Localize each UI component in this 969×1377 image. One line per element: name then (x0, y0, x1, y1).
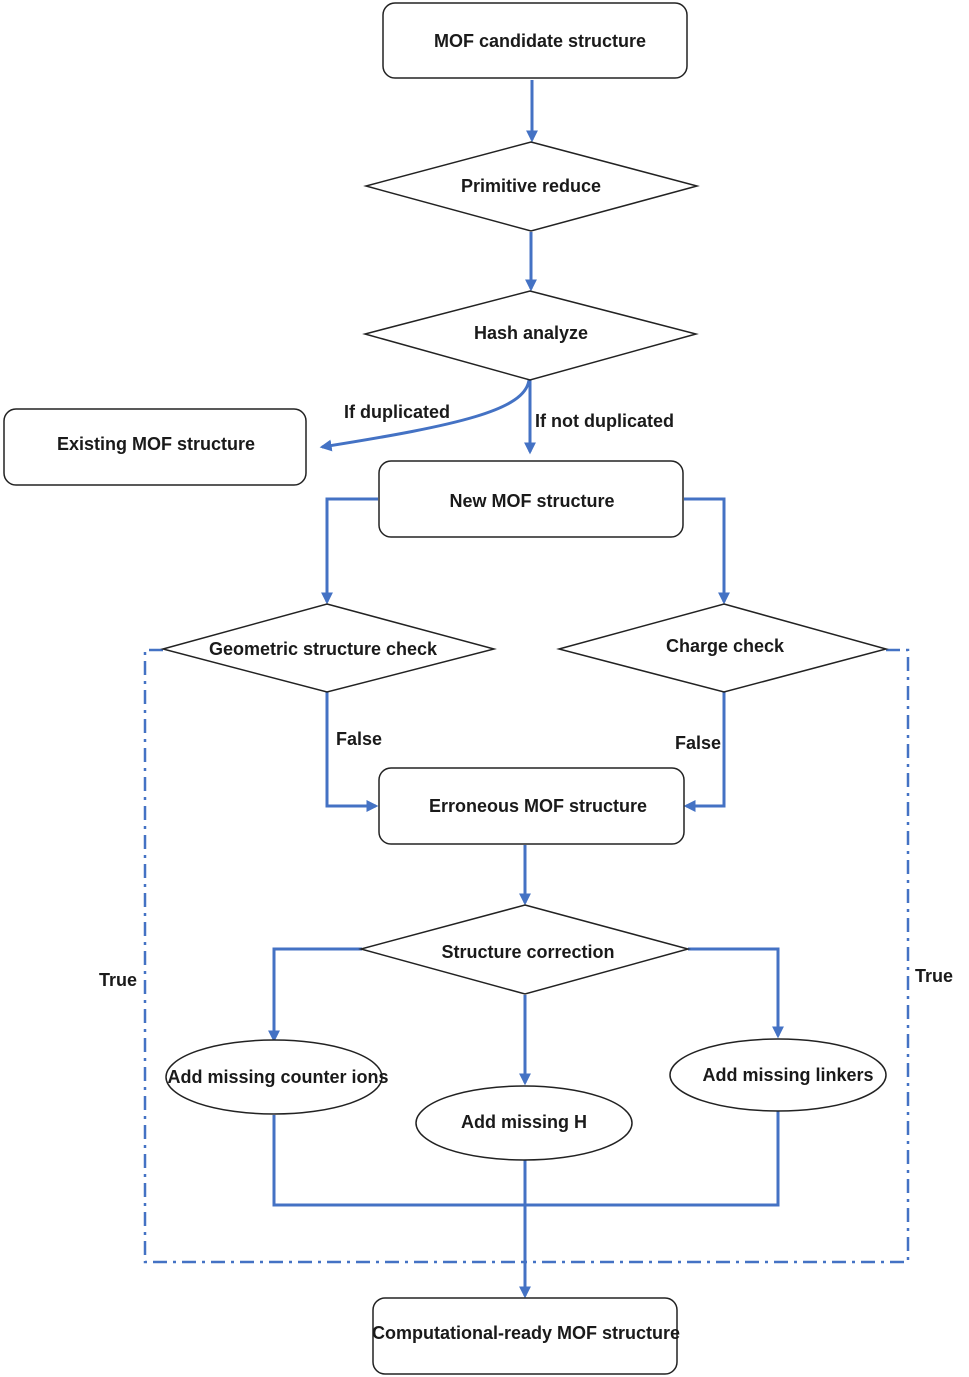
node-computational-ready-label: Computational-ready MOF structure (372, 1323, 680, 1343)
edge-geometric-false (325, 692, 379, 812)
node-add-missing-linkers: Add missing linkers (669, 1038, 887, 1112)
node-structure-correction: Structure correction (358, 904, 691, 995)
edge-new-to-geometric (321, 497, 378, 605)
node-structure-correction-label: Structure correction (441, 942, 614, 962)
node-existing-mof: Existing MOF structure (3, 408, 307, 486)
true-loop-left (143, 648, 525, 1264)
label-true-right: True (915, 966, 953, 986)
label-true-left: True (99, 970, 137, 990)
node-computational-ready: Computational-ready MOF structure (372, 1297, 680, 1375)
node-add-counter-ions-label: Add missing counter ions (167, 1067, 388, 1087)
edge-charge-false (683, 692, 726, 812)
node-add-counter-ions: Add missing counter ions (165, 1039, 389, 1115)
edge-hash-to-existing (319, 379, 531, 452)
node-charge-check: Charge check (556, 603, 889, 693)
node-add-missing-h: Add missing H (415, 1085, 633, 1161)
node-existing-mof-label: Existing MOF structure (57, 434, 255, 454)
edge-correction-to-counter-ions (268, 947, 362, 1043)
node-charge-check-label: Charge check (666, 636, 785, 656)
node-primitive-reduce: Primitive reduce (363, 141, 700, 232)
label-false-right: False (675, 733, 721, 753)
label-if-not-duplicated: If not duplicated (535, 411, 674, 431)
node-hash-analyze: Hash analyze (362, 290, 699, 381)
node-add-missing-h-label: Add missing H (461, 1112, 587, 1132)
node-primitive-reduce-label: Primitive reduce (461, 176, 601, 196)
node-new-mof-label: New MOF structure (449, 491, 614, 511)
node-erroneous-mof: Erroneous MOF structure (378, 767, 685, 845)
node-geometric-check: Geometric structure check (160, 603, 497, 693)
node-new-mof: New MOF structure (378, 460, 684, 538)
node-mof-candidate-label: MOF candidate structure (434, 31, 646, 51)
label-if-duplicated: If duplicated (344, 402, 450, 422)
node-mof-candidate: MOF candidate structure (382, 2, 688, 79)
node-geometric-check-label: Geometric structure check (209, 639, 438, 659)
edge-correction-to-linkers (688, 947, 784, 1039)
node-add-missing-linkers-label: Add missing linkers (702, 1065, 873, 1085)
true-loop-right (525, 648, 910, 1264)
node-erroneous-mof-label: Erroneous MOF structure (429, 796, 647, 816)
node-hash-analyze-label: Hash analyze (474, 323, 588, 343)
edge-new-to-charge (684, 497, 730, 605)
label-false-left: False (336, 729, 382, 749)
